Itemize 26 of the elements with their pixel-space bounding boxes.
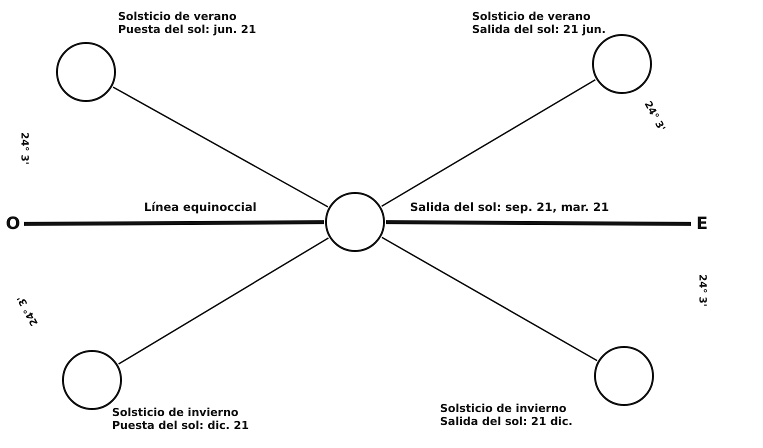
sun-circle: [592, 34, 652, 94]
direction-letter: O: [5, 213, 21, 235]
angle-label: 24° 3': [16, 294, 41, 328]
connector-line: [112, 86, 328, 208]
solstice-caption: Salida del sol: 21 dic.: [440, 415, 573, 428]
solstice-caption: Salida del sol: 21 jun.: [472, 23, 606, 36]
connector-line: [382, 236, 598, 362]
solstice-caption: Puesta del sol: dic. 21: [112, 419, 249, 432]
sun-circle: [325, 192, 385, 252]
solstice-caption: Solsticio de verano: [118, 10, 238, 23]
connector-line: [381, 79, 596, 207]
solstice-caption: Solsticio de verano: [472, 10, 592, 23]
edge-label: Salida del sol: sep. 21, mar. 21: [408, 200, 611, 214]
edge-label: Línea equinoccial: [142, 200, 259, 214]
sun-circle: [594, 346, 654, 406]
sun-circle: [56, 42, 116, 102]
connector-line: [118, 237, 329, 365]
angle-label: 24° 3': [642, 100, 667, 134]
direction-letter: E: [694, 213, 710, 235]
solstice-caption: Puesta del sol: jun. 21: [118, 23, 256, 36]
solstice-caption: Solsticio de invierno: [112, 406, 240, 419]
equinoctial-line: [386, 220, 691, 226]
equinoctial-line: [24, 220, 324, 226]
solstice-caption: Solsticio de invierno: [440, 402, 568, 415]
angle-label: 24° 3': [696, 274, 708, 307]
angle-label: 24° 3': [18, 132, 30, 165]
